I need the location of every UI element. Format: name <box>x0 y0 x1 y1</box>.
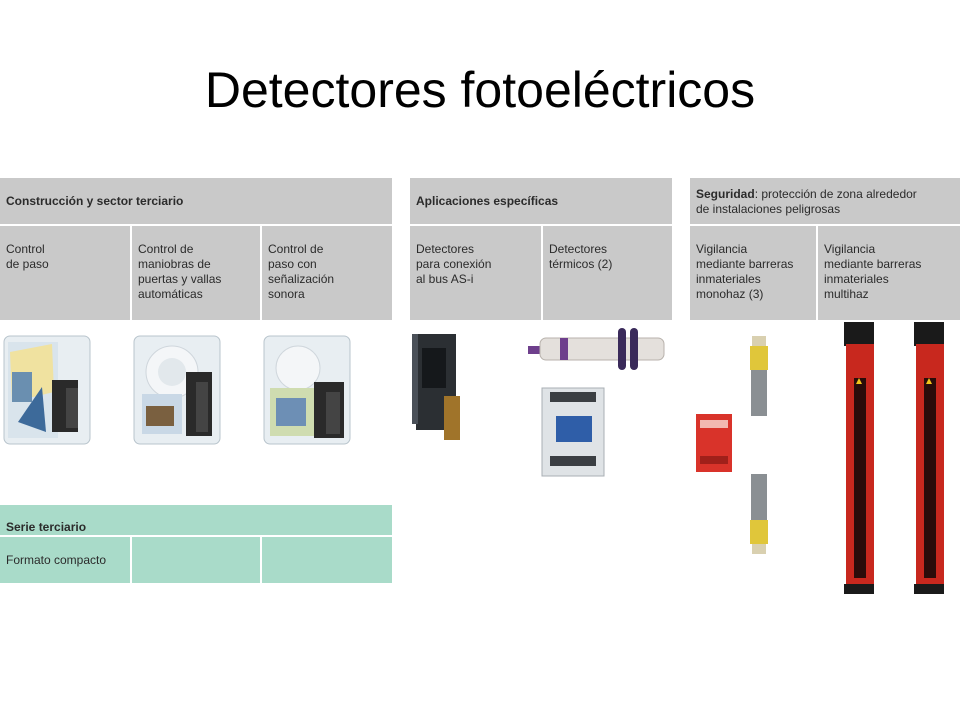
monohaz-sensor-image <box>746 334 772 420</box>
header-seguridad-bold: Seguridad <box>696 187 755 201</box>
table-header-aplicaciones: Aplicaciones específicas <box>410 178 672 224</box>
serie-cell-empty <box>132 537 260 583</box>
din-rail-module-image <box>540 384 608 480</box>
packaged-detector-image <box>262 332 354 448</box>
column-label: Vigilancia mediante barreras inmateriale… <box>824 242 922 301</box>
packaged-detector-image <box>2 332 94 448</box>
header-seguridad-rest: : protección de zona alrededor de instal… <box>696 187 917 216</box>
column-termicos: Detectores térmicos (2) <box>543 226 672 320</box>
column-control-maniobras: Control de maniobras de puertas y vallas… <box>132 226 260 320</box>
thermal-detector-image <box>526 324 676 374</box>
serie-cell-label: Formato compacto <box>6 553 107 567</box>
table-header-construccion: Construcción y sector terciario <box>0 178 392 224</box>
multihaz-barrier-image <box>838 318 882 596</box>
header-serie-label: Serie terciario <box>6 519 87 534</box>
table-header-serie: Serie terciario <box>0 505 392 535</box>
monohaz-sensor-image <box>746 472 772 558</box>
as-i-detector-image <box>410 330 466 446</box>
column-label: Detectores para conexión al bus AS-i <box>416 242 492 286</box>
multihaz-barrier-image <box>908 318 952 596</box>
column-label: Control de maniobras de puertas y vallas… <box>138 242 222 301</box>
column-control-de-paso: Control de paso <box>0 226 130 320</box>
serie-cell-empty <box>262 537 392 583</box>
table-header-seguridad: Seguridad: protección de zona alrededor … <box>690 178 960 224</box>
column-senalizacion-sonora: Control de paso con señalización sonora <box>262 226 392 320</box>
header-aplicaciones-label: Aplicaciones específicas <box>416 193 559 208</box>
column-multihaz: Vigilancia mediante barreras inmateriale… <box>818 226 960 320</box>
serie-cell-formato: Formato compacto <box>0 537 130 583</box>
column-label: Control de paso <box>6 242 49 271</box>
packaged-detector-image <box>132 332 224 448</box>
column-label: Control de paso con señalización sonora <box>268 242 335 301</box>
column-as-i: Detectores para conexión al bus AS-i <box>410 226 541 320</box>
column-label: Vigilancia mediante barreras inmateriale… <box>696 242 794 301</box>
column-monohaz: Vigilancia mediante barreras inmateriale… <box>690 226 816 320</box>
column-label: Detectores térmicos (2) <box>549 242 613 271</box>
page-title: Detectores fotoeléctricos <box>204 62 756 118</box>
header-construccion-label: Construcción y sector terciario <box>6 193 184 208</box>
safety-relay-image <box>694 410 734 476</box>
